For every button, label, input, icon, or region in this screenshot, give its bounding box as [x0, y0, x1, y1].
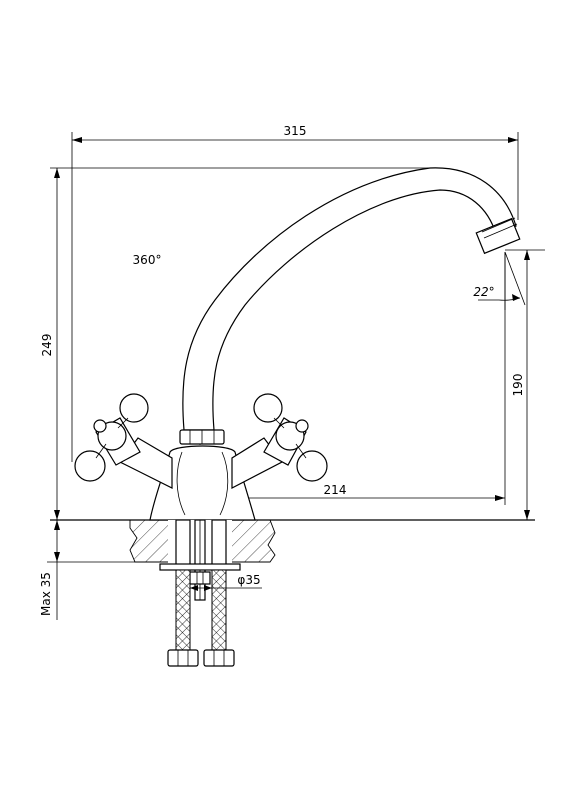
- mount-diameter-label: φ35: [237, 573, 260, 587]
- dim-spout-height: 190: [505, 250, 545, 520]
- max-counter-label: Max 35: [39, 572, 53, 616]
- dim-spout-angle: 22°: [473, 252, 525, 310]
- spout-collar-nut: [180, 430, 224, 444]
- overall-height-label: 249: [40, 334, 54, 357]
- spout-height-label: 190: [511, 374, 525, 397]
- rotation-label: 360°: [133, 253, 162, 267]
- mounting-nut: [190, 572, 210, 584]
- overall-width-label: 315: [284, 124, 307, 138]
- mounting-plate: [160, 564, 240, 570]
- reach-label: 214: [324, 483, 347, 497]
- aerator: [476, 219, 519, 254]
- spout: [183, 168, 520, 430]
- spout-angle-label: 22°: [473, 285, 494, 299]
